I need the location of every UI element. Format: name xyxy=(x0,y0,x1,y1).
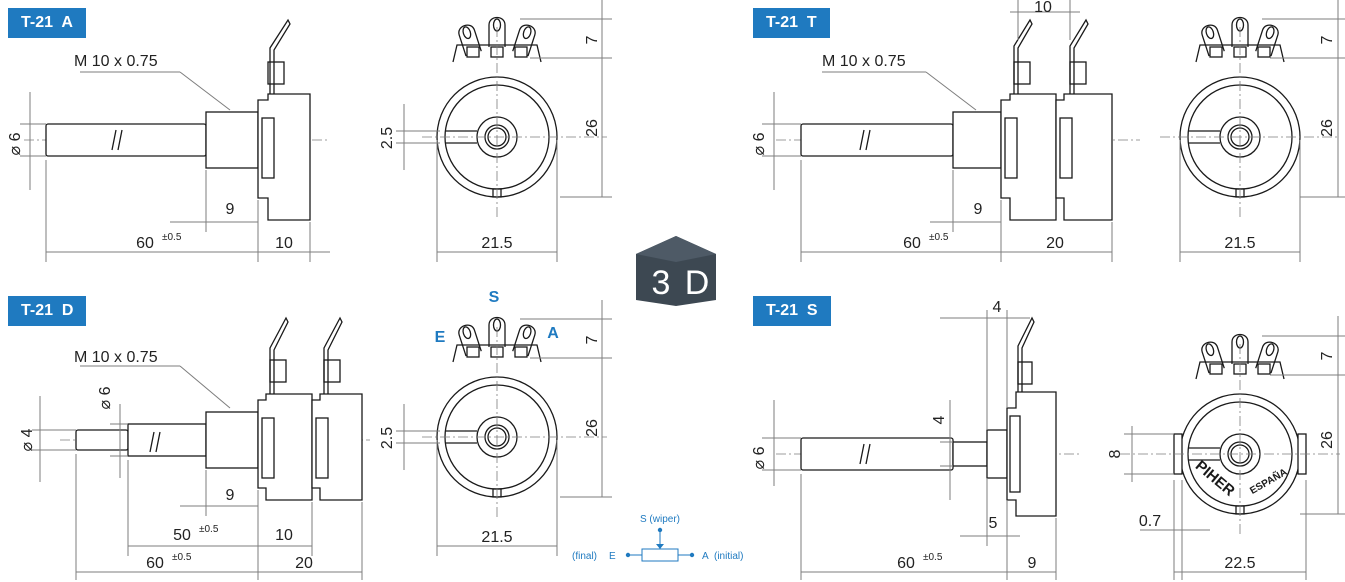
3d-badge-left: 3 xyxy=(652,264,671,302)
tag-t21-d: T-21 D xyxy=(8,296,87,326)
terminal-s-label: S xyxy=(489,289,500,306)
schematic-a-label: A xyxy=(702,551,709,562)
shaft-dia-a: ⌀ 6 xyxy=(7,132,24,155)
tol-60-d: ±0.5 xyxy=(172,552,192,563)
dim-26-front-d: 26 xyxy=(584,419,601,437)
thread-label-d: M 10 x 0.75 xyxy=(74,349,158,366)
dim-60-d: 60 xyxy=(146,555,164,572)
dim-60-a: 60 xyxy=(136,235,154,252)
dim-7-front-t: 7 xyxy=(1319,35,1336,44)
dim-0-7-front-s: 0.7 xyxy=(1139,513,1161,530)
front-dims-t21-s xyxy=(1124,316,1345,580)
schematic-e-label: E xyxy=(609,551,616,562)
dim-10-d: 10 xyxy=(275,527,293,544)
shaft-dia-s: ⌀ 6 xyxy=(751,446,768,469)
dim-26-front-a: 26 xyxy=(584,119,601,137)
potentiometer-schematic xyxy=(625,527,695,562)
dim-21-5-front-a: 21.5 xyxy=(481,235,512,252)
tol-60-a: ±0.5 xyxy=(162,232,182,243)
dim-20-d: 20 xyxy=(295,555,313,572)
side-view-t21-a xyxy=(20,18,330,262)
dim-2-5-front-a: 2.5 xyxy=(379,127,396,149)
tag-t21-a: T-21 A xyxy=(8,8,86,38)
shaft-dia-t: ⌀ 6 xyxy=(751,132,768,155)
dim-7-front-d: 7 xyxy=(584,335,601,344)
dim-26-front-t: 26 xyxy=(1319,119,1336,137)
dim-7-front-s: 7 xyxy=(1319,351,1336,360)
dim-22-5-front-s: 22.5 xyxy=(1224,555,1255,572)
tag-t21-s: T-21 S xyxy=(753,296,831,326)
terminal-a-label: A xyxy=(547,325,559,342)
front-dims-t21-t xyxy=(1179,0,1345,262)
thread-label-a: M 10 x 0.75 xyxy=(74,53,158,70)
dim-26-front-s: 26 xyxy=(1319,431,1336,449)
dim-9-t: 9 xyxy=(974,201,983,218)
dim-21-5-front-d: 21.5 xyxy=(481,529,512,546)
dim-21-5-front-t: 21.5 xyxy=(1224,235,1255,252)
schematic-wiper-label: S (wiper) xyxy=(640,514,680,525)
tol-60-t: ±0.5 xyxy=(929,232,949,243)
front-view-t21-a xyxy=(422,18,607,217)
3d-badge-right: D xyxy=(685,264,710,302)
dim-7-front-a: 7 xyxy=(584,35,601,44)
side-view-t21-s xyxy=(762,310,1080,580)
thread-label-t: M 10 x 0.75 xyxy=(822,53,906,70)
dim-4-side-s: 4 xyxy=(931,415,948,424)
dim-20-t: 20 xyxy=(1046,235,1064,252)
3d-model-icon[interactable]: 3 D xyxy=(636,236,716,306)
dim-2-5-front-d: 2.5 xyxy=(379,427,396,449)
side-view-t21-d xyxy=(32,316,370,580)
front-view-t21-t xyxy=(1160,18,1340,217)
dim-60-s: 60 xyxy=(897,555,915,572)
dim-50-d: 50 xyxy=(173,527,191,544)
dim-9-s: 9 xyxy=(1028,555,1037,572)
schematic-final-label: (final) xyxy=(572,551,597,562)
dia-4-d: ⌀ 4 xyxy=(19,428,36,451)
dia-6-d: ⌀ 6 xyxy=(97,386,114,409)
dim-5-s: 5 xyxy=(989,515,998,532)
tol-60-s: ±0.5 xyxy=(923,552,943,563)
front-view-t21-s xyxy=(1120,335,1340,534)
front-view-t21-d xyxy=(422,318,607,517)
schematic-initial-label: (initial) xyxy=(714,551,743,562)
tol-50-d: ±0.5 xyxy=(199,524,219,535)
side-view-t21-t xyxy=(762,0,1140,262)
dim-9-d: 9 xyxy=(226,487,235,504)
dim-10-t: 10 xyxy=(1034,0,1052,16)
dim-8-front-s: 8 xyxy=(1107,449,1124,458)
terminal-e-label: E xyxy=(435,329,446,346)
front-dims-t21-a xyxy=(396,0,612,262)
dim-4-top-s: 4 xyxy=(993,299,1002,316)
dim-10-a: 10 xyxy=(275,235,293,252)
dim-60-t: 60 xyxy=(903,235,921,252)
tag-t21-t: T-21 T xyxy=(753,8,830,38)
dim-9-a: 9 xyxy=(226,201,235,218)
front-dims-t21-d xyxy=(396,300,612,556)
